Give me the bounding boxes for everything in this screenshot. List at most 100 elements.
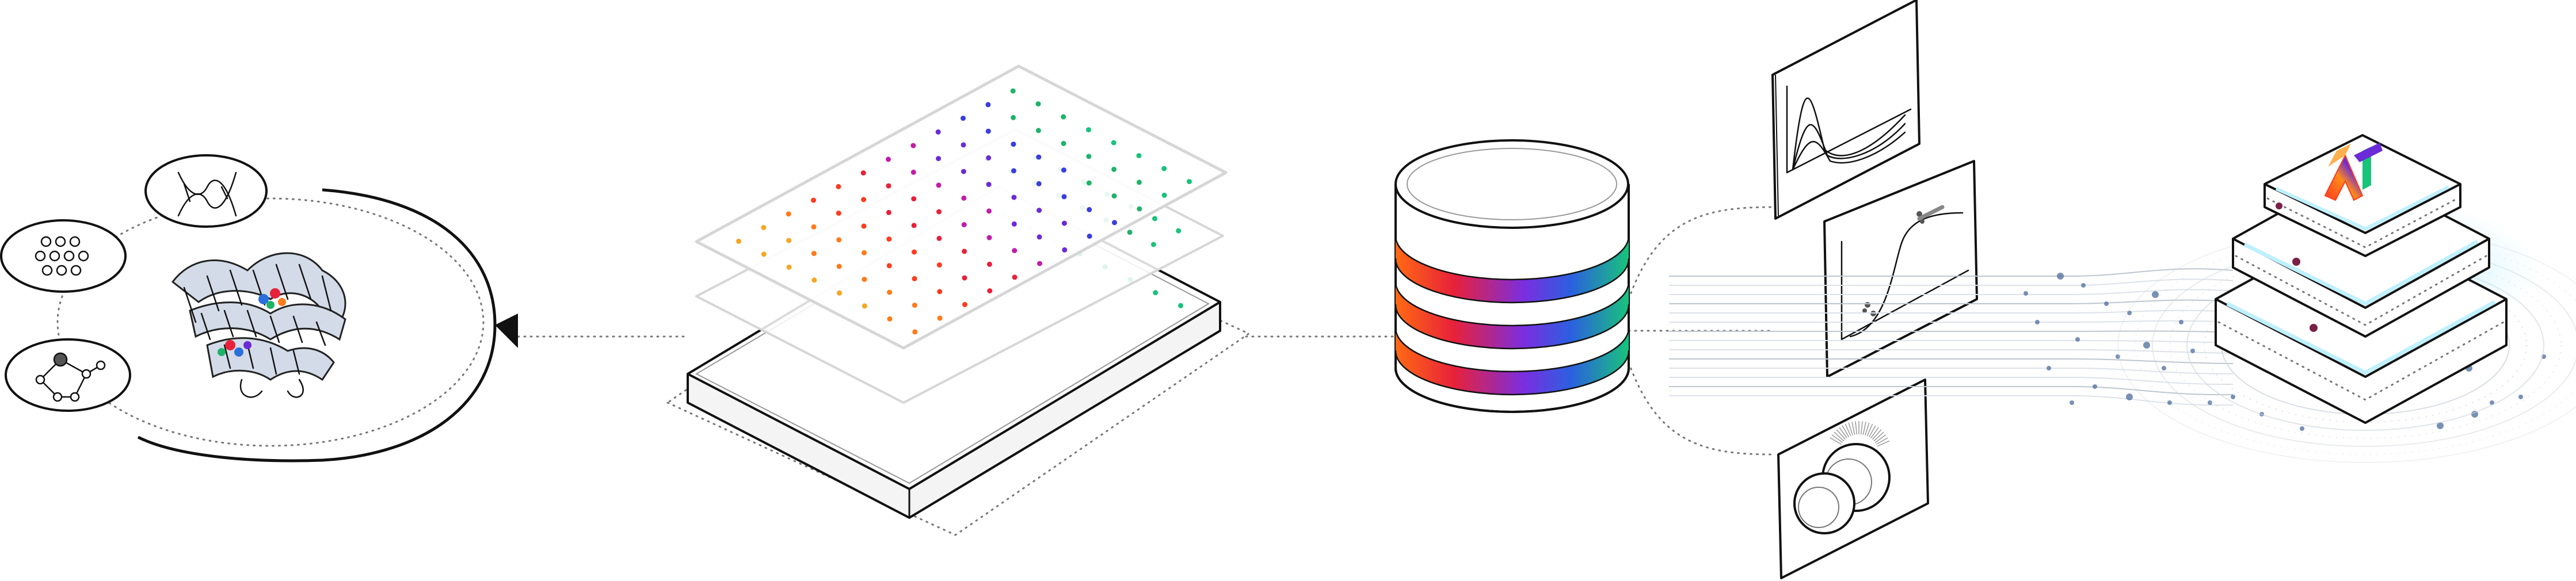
assay-plate-stack [665, 64, 1251, 536]
plate-well-dot [910, 143, 916, 148]
plate-well-dot [1111, 140, 1116, 146]
plate-well-dot [911, 223, 917, 228]
analysis-panels [1771, 0, 1978, 579]
plate-well-dot [862, 250, 867, 255]
plate-well-dot [962, 275, 967, 281]
plate-top-wells [736, 88, 1192, 335]
plate-well-dot [986, 155, 992, 160]
protein-structure-icon [171, 252, 346, 398]
data-band-1 [1396, 236, 1629, 303]
plate-well-dot [1061, 114, 1066, 120]
plate-well-dot [1010, 88, 1016, 94]
plate-well-dot [1062, 247, 1068, 253]
plate-well-dot [1150, 242, 1156, 247]
plate-well-dot [786, 238, 792, 243]
plate-well-dot [836, 211, 841, 216]
plate-well-dot [1087, 207, 1092, 212]
plate-well-dot [912, 249, 917, 255]
plate-well-dot [1011, 114, 1016, 120]
molecule-grid-icon [0, 219, 127, 293]
plate-well-dot [1037, 208, 1042, 213]
plate-well-dot [886, 183, 891, 189]
plate-well-dot [862, 277, 867, 282]
plate-well-dot [861, 223, 867, 229]
plate-well-dot [1187, 179, 1192, 185]
dose-response-panel [1771, 0, 1920, 220]
plate-well-dot [886, 156, 891, 162]
plate-well-dot [986, 208, 992, 214]
data-flow-particles [2024, 273, 2546, 431]
plate-well-dot [736, 238, 741, 244]
plate-well-dot [936, 235, 942, 241]
plate-well-dot [887, 289, 893, 295]
plate-well-dot [1011, 142, 1016, 147]
plate-well-dot [961, 116, 966, 121]
plate-well-dot [936, 156, 942, 162]
plate-layer-top [695, 64, 1228, 350]
ligand-atoms-icon [218, 288, 286, 357]
microscopy-panel [1777, 379, 1929, 579]
plate-well-dot [937, 289, 943, 295]
plate-well-dot [912, 303, 917, 308]
plate-well-dot [937, 315, 943, 321]
plate-well-dot [837, 290, 842, 296]
plate-well-dot [1137, 206, 1142, 212]
plate-well-dot [1061, 194, 1067, 200]
plate-well-dot [1176, 228, 1182, 234]
plate-well-dot [1086, 154, 1092, 159]
plate-well-dot [1036, 181, 1042, 186]
plate-well-dot [986, 182, 992, 188]
plate-well-dot [912, 276, 917, 281]
plate-well-dot [910, 169, 916, 175]
plate-well-dot [1011, 221, 1017, 227]
plate-well-dot [786, 264, 792, 270]
plate-well-dot [1136, 179, 1142, 185]
ai-model-stack: AI [2117, 134, 2576, 463]
plate-well-dot [1061, 167, 1066, 173]
plate-well-dot [1112, 220, 1117, 225]
ai-logo-icon: AI [2324, 143, 2383, 201]
plate-well-dot [962, 249, 967, 254]
plate-well-dot [1087, 234, 1092, 239]
plate-well-dot [1152, 216, 1157, 221]
plate-well-dot [1012, 274, 1018, 280]
plate-well-dot [912, 329, 918, 335]
plate-well-dot [1086, 180, 1092, 186]
plate-well-dot [1012, 248, 1018, 254]
plate-well-dot [1011, 168, 1016, 174]
plate-well-dot [1161, 192, 1167, 198]
network-graph-icon [5, 338, 131, 412]
plate-well-dot [1136, 153, 1142, 159]
plate-well-dot [1086, 127, 1091, 133]
plate-well-dot [1011, 194, 1017, 200]
plate-well-dot [811, 197, 816, 203]
biology-input-stage [0, 154, 518, 462]
plate-well-dot [1161, 166, 1167, 171]
plate-well-dot [811, 277, 817, 283]
plate-well-dot [1035, 101, 1041, 107]
data-flow-lines [1669, 268, 2234, 406]
plate-well-dot [1061, 220, 1067, 226]
plate-well-dot [862, 303, 867, 309]
plate-well-dot [1111, 193, 1117, 199]
plate-well-dot [886, 236, 892, 242]
sigmoid-curve-panel [1823, 160, 1978, 378]
plate-well-dot [836, 263, 842, 269]
plate-well-dot [1111, 166, 1117, 172]
plate-well-dot [986, 261, 992, 267]
plate-well-dot [836, 237, 842, 243]
plate-well-dot [1061, 140, 1066, 146]
plate-well-dot [887, 316, 893, 322]
arrow-head-icon [495, 314, 518, 348]
plate-well-dot [1178, 303, 1183, 308]
data-band-3 [1396, 328, 1629, 395]
plate-well-dot [1036, 154, 1042, 160]
plate-well-dot [786, 211, 791, 217]
data-band-2 [1396, 282, 1629, 349]
plate-well-dot [1037, 234, 1042, 240]
plate-well-dot [1035, 128, 1041, 133]
plate-well-dot [836, 184, 841, 189]
database-cylinder [1394, 139, 1630, 413]
